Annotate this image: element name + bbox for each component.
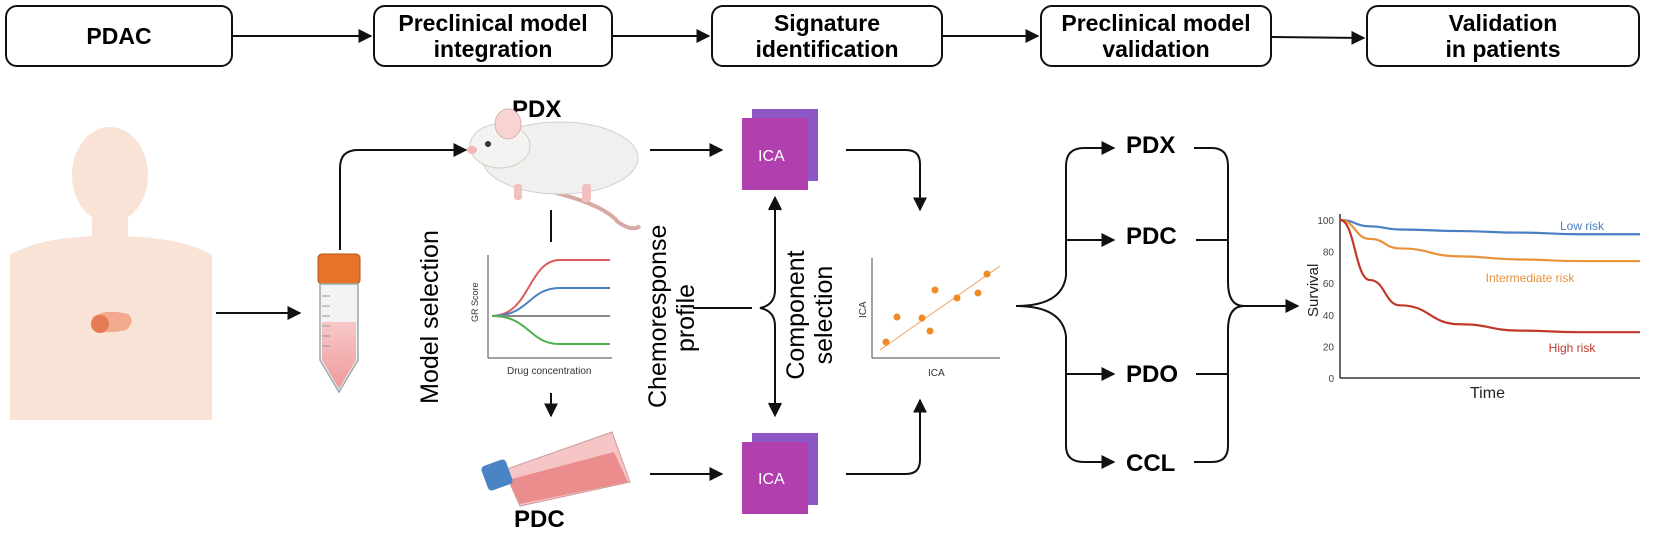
survival-y-tick-label: 100 xyxy=(1317,216,1334,227)
survival-y-tick-label: 60 xyxy=(1323,279,1335,290)
stage-pdac: PDAC xyxy=(5,5,233,67)
validation-fan-in xyxy=(1015,141,1116,469)
arrow-ica-bottom-to-scatter xyxy=(846,398,927,475)
ica-block-bottom: ICA xyxy=(742,433,818,514)
survival-series-line xyxy=(1339,218,1640,334)
survival-series-label: Intermediate risk xyxy=(1486,271,1576,285)
gr-score-chart: GR Score Drug concentration xyxy=(470,255,612,377)
stage-label: Validation in patients xyxy=(1445,10,1561,62)
human-body-icon xyxy=(10,127,212,420)
stage-patient-validation: Validation in patients xyxy=(1366,5,1640,67)
validation-ccl-label: CCL xyxy=(1126,450,1176,477)
survival-y-axis-label: Survival xyxy=(1305,264,1322,317)
sample-tube-icon xyxy=(317,253,361,394)
flask-icon xyxy=(481,431,631,507)
stage-preclinical-integration: Preclinical model integration xyxy=(373,5,613,67)
stage-label: Preclinical model integration xyxy=(398,10,588,62)
pancreas-icon xyxy=(91,311,132,333)
stage-connectors xyxy=(233,29,1366,45)
scatter-ylabel: ICA xyxy=(858,301,869,318)
gr-ylabel: GR Score xyxy=(470,282,480,322)
stage-signature-identification: Signature identification xyxy=(711,5,943,67)
gr-xlabel: Drug concentration xyxy=(507,366,592,377)
survival-y-tick-label: 0 xyxy=(1328,374,1334,385)
validation-pdx-label: PDX xyxy=(1126,132,1176,159)
ica-scatter-chart: ICA ICA xyxy=(858,258,1001,379)
ica-label: ICA xyxy=(758,471,785,488)
arrow-tube-to-pdx xyxy=(339,143,468,250)
stage-label: Preclinical model validation xyxy=(1061,10,1251,62)
survival-series-label: Low risk xyxy=(1560,219,1605,233)
survival-y-tick-label: 40 xyxy=(1323,311,1335,322)
validation-pdc-label: PDC xyxy=(1126,223,1177,250)
pdc-label: PDC xyxy=(514,506,565,533)
survival-y-tick-label: 20 xyxy=(1323,342,1335,353)
survival-y-tick-label: 80 xyxy=(1323,248,1335,259)
survival-x-axis-label: Time xyxy=(1470,385,1505,402)
validation-fan-out xyxy=(1194,147,1300,463)
ica-block-top: ICA xyxy=(742,109,818,190)
scatter-xlabel: ICA xyxy=(928,368,945,379)
stage-label: PDAC xyxy=(86,23,152,49)
ica-label: ICA xyxy=(758,148,785,165)
stage-label: Signature identification xyxy=(755,10,899,62)
survival-series-line xyxy=(1339,218,1640,236)
mouse-icon xyxy=(467,108,642,231)
survival-series-line xyxy=(1339,218,1640,263)
stage-preclinical-validation: Preclinical model validation xyxy=(1040,5,1272,67)
arrow-ica-top-to-scatter xyxy=(846,149,927,212)
chemoresponse-bracket xyxy=(693,195,782,418)
survival-series-label: High risk xyxy=(1549,341,1597,355)
validation-pdo-label: PDO xyxy=(1126,361,1179,388)
